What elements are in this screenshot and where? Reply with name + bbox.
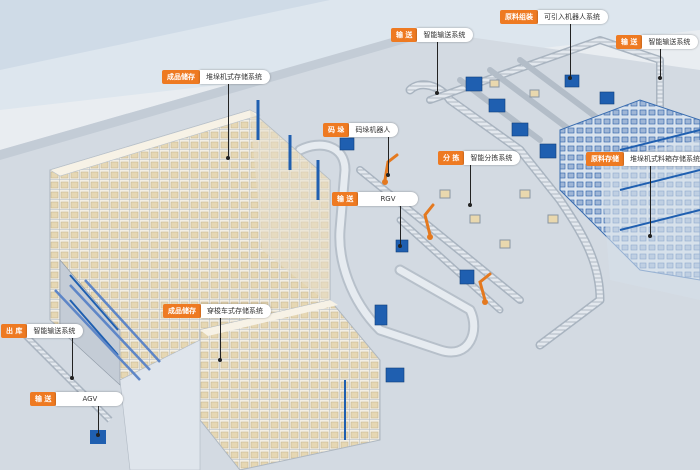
leader-line xyxy=(470,165,471,205)
callout-conveying-system-right: 输 送 智能输送系统 xyxy=(616,35,699,49)
callout-tag: 出 库 xyxy=(1,324,28,338)
callout-label: RGV xyxy=(358,192,418,206)
callout-tag: 输 送 xyxy=(391,28,418,42)
leader-dot xyxy=(218,358,222,362)
callout-label: 智能输送系统 xyxy=(27,324,84,338)
callout-tag: 分 拣 xyxy=(438,151,465,165)
blue-machines xyxy=(339,74,615,383)
leader-dot xyxy=(658,76,662,80)
leader-line xyxy=(228,78,229,158)
leader-line xyxy=(72,338,73,378)
callout-outbound: 出 库 智能输送系统 xyxy=(1,324,84,338)
callout-tag: 输 送 xyxy=(30,392,57,406)
leader-line xyxy=(400,206,401,246)
callout-label: 智能输送系统 xyxy=(417,28,474,42)
callout-label: AGV xyxy=(56,392,124,406)
leader-dot xyxy=(568,76,572,80)
conveyor-network xyxy=(294,36,664,358)
leader-dot xyxy=(226,156,230,160)
callout-agv: 输 送 AGV xyxy=(30,392,124,406)
callout-label: 智能输送系统 xyxy=(642,35,699,49)
callout-conveying-system: 输 送 智能输送系统 xyxy=(391,28,474,42)
wall-stripe xyxy=(0,0,330,70)
callout-bin-storage: 原料存储 堆垛机式料箱存储系统 xyxy=(586,152,700,166)
leader-line xyxy=(388,131,389,175)
callout-tag: 成品储存 xyxy=(163,304,201,318)
callout-label: 堆垛机式料箱存储系统 xyxy=(624,152,700,166)
callout-tag: 成品储存 xyxy=(162,70,200,84)
leader-line xyxy=(220,318,221,360)
callout-label: 堆垛机式存储系统 xyxy=(200,70,270,84)
leader-line xyxy=(437,38,438,93)
callout-label: 穿梭车式存储系统 xyxy=(201,304,271,318)
callout-sorting-system: 分 拣 智能分拣系统 xyxy=(438,151,521,165)
callout-tag: 码 垛 xyxy=(323,123,350,137)
callout-rgv: 输 送 RGV xyxy=(332,192,418,206)
callout-tag: 原料组装 xyxy=(500,10,538,24)
leader-line xyxy=(98,405,99,435)
leader-dot xyxy=(648,234,652,238)
callout-label: 可引入机器人系统 xyxy=(538,10,608,24)
sorting-lines xyxy=(439,79,559,249)
leader-dot xyxy=(398,244,402,248)
callout-palletizing-robot: 码 垛 码垛机器人 xyxy=(323,123,399,137)
agv-vehicle xyxy=(90,430,106,444)
callout-label: 智能分拣系统 xyxy=(464,151,521,165)
callout-tag: 原料存储 xyxy=(586,152,624,166)
callout-tag: 输 送 xyxy=(332,192,359,206)
leader-line xyxy=(660,48,661,78)
callout-shuttle-storage: 成品储存 穿梭车式存储系统 xyxy=(163,304,271,318)
floor-edge xyxy=(0,30,430,160)
shuttle-rack xyxy=(119,299,381,470)
leader-dot xyxy=(70,376,74,380)
leader-dot xyxy=(435,91,439,95)
leader-dot xyxy=(386,173,390,177)
leader-line xyxy=(570,23,571,78)
leader-dot xyxy=(468,203,472,207)
callout-robot-system: 原料组装 可引入机器人系统 xyxy=(500,10,608,24)
leader-line xyxy=(650,166,651,236)
leader-dot xyxy=(96,433,100,437)
callout-stacker-storage: 成品储存 堆垛机式存储系统 xyxy=(162,70,270,84)
callout-label: 码垛机器人 xyxy=(349,123,399,137)
callout-tag: 输 送 xyxy=(616,35,643,49)
